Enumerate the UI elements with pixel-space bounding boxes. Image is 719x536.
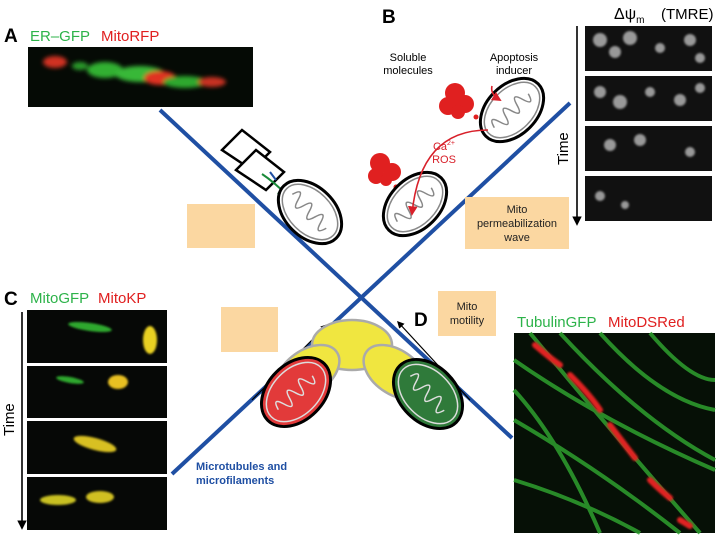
mitochondrion-er-coupled xyxy=(276,178,344,246)
tmre-label: (TMRE) xyxy=(661,6,714,23)
soluble-cloud-lower xyxy=(368,153,403,193)
mitochondrion-red xyxy=(259,355,333,429)
motility-direction-arrow xyxy=(397,320,471,401)
er-mito-coupling-box xyxy=(187,204,255,248)
mitochondrion-upper-right xyxy=(478,76,546,144)
panel-c-time-label: Time xyxy=(1,403,18,436)
panel-c-micrograph-stack xyxy=(27,310,167,530)
panel-letter-d: D xyxy=(414,310,428,331)
soluble-cloud-upper xyxy=(439,83,483,123)
fusion-box xyxy=(221,307,278,352)
panel-b-time-label: Time xyxy=(555,132,572,165)
mitochondrion-lower-left xyxy=(381,170,449,238)
panel-letter-c: C xyxy=(4,289,18,310)
panel-a-label-green: ER–GFP xyxy=(30,28,90,45)
delta-psi-label: Δψm xyxy=(614,6,644,26)
microtubule-track-right xyxy=(170,101,572,476)
ca-ros-arrow xyxy=(407,129,489,216)
panel-c-label-red: MitoKP xyxy=(98,290,146,307)
er-mito-tether xyxy=(269,171,277,181)
panel-letter-a: A xyxy=(4,26,18,47)
ca-ros-label: Ca2+ xyxy=(433,140,455,153)
panel-d-label-green: TubulinGFP xyxy=(517,314,596,331)
panel-a-micrograph xyxy=(28,47,253,107)
panel-b-micrograph-stack xyxy=(585,26,712,221)
panel-a-label-red: MitoRFP xyxy=(101,28,159,45)
ros-label: ROS xyxy=(432,154,456,166)
mitochondrion-green xyxy=(391,357,465,431)
panel-letter-b: B xyxy=(382,7,396,28)
panel-d-label-red: MitoDSRed xyxy=(608,314,685,331)
er-structure xyxy=(220,128,286,192)
panel-d-micrograph xyxy=(512,331,716,535)
apoptosis-arrow xyxy=(490,85,502,101)
panel-c-label-green: MitoGFP xyxy=(30,290,89,307)
